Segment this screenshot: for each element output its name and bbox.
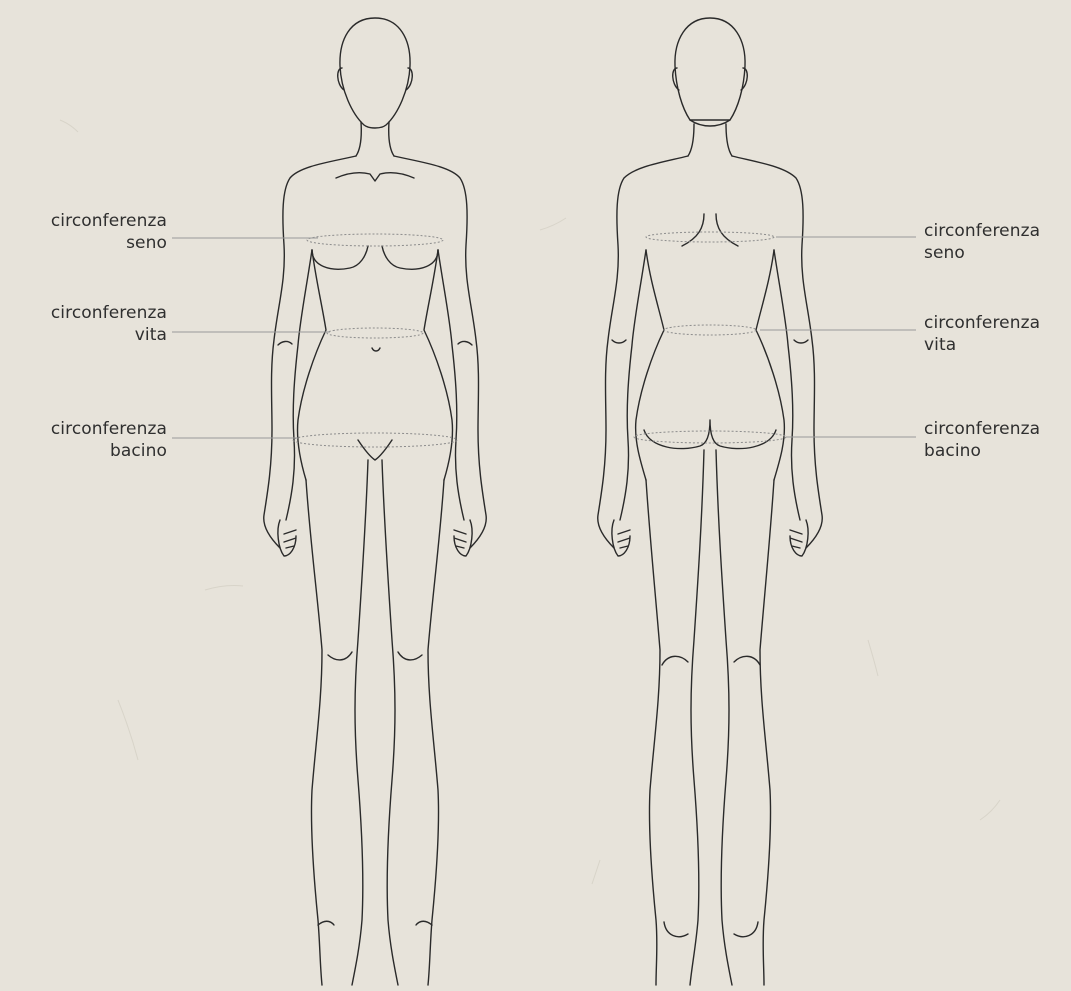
back-left-elbow xyxy=(612,340,626,343)
front-hips-label-line1: circonferenza xyxy=(51,418,167,440)
back-bust-label-line1: circonferenza xyxy=(924,220,1040,242)
back-bust-label-line2: seno xyxy=(924,242,1040,264)
front-bust-right xyxy=(382,246,438,269)
back-right-heel xyxy=(734,922,758,937)
back-bust-measure xyxy=(646,232,774,242)
back-inner-arm-right xyxy=(774,250,800,520)
front-bust-label-line2: seno xyxy=(51,232,167,254)
back-hips-label-line1: circonferenza xyxy=(924,418,1040,440)
front-hips-label-line2: bacino xyxy=(51,440,167,462)
front-leader-lines xyxy=(172,238,330,438)
back-body-right xyxy=(732,156,822,548)
back-right-leg-outer xyxy=(760,480,774,985)
front-left-leg-outer xyxy=(306,480,322,985)
front-collarbone xyxy=(336,173,414,181)
front-right-leg-inner xyxy=(382,460,398,985)
back-inner-arm-left xyxy=(620,250,646,520)
front-torso-left xyxy=(297,250,326,480)
front-bust-label: circonferenza seno xyxy=(51,210,167,254)
back-right-elbow xyxy=(794,340,808,343)
back-left-leg-inner xyxy=(690,450,704,985)
front-bust xyxy=(312,246,368,269)
front-neck xyxy=(356,122,361,156)
back-right-hand xyxy=(790,520,808,556)
front-inner-arm-left xyxy=(286,250,312,520)
back-hairline xyxy=(690,120,730,126)
back-right-leg-inner xyxy=(716,450,732,985)
back-head xyxy=(675,18,745,120)
front-right-leg-outer xyxy=(428,480,444,985)
back-leader-lines xyxy=(760,237,916,437)
back-left-hand xyxy=(612,520,630,556)
front-right-ankle xyxy=(416,921,432,925)
back-left-knee xyxy=(662,656,688,665)
back-waist-measure xyxy=(664,325,756,335)
front-body-right xyxy=(394,156,486,548)
back-buttocks xyxy=(644,420,776,449)
front-head xyxy=(340,18,410,128)
back-hips-measure xyxy=(634,431,786,443)
front-navel xyxy=(372,348,380,351)
front-bust-label-line1: circonferenza xyxy=(51,210,167,232)
front-right-hand xyxy=(454,520,472,556)
front-waist-label-line1: circonferenza xyxy=(51,302,167,324)
back-bust-label: circonferenza seno xyxy=(924,220,1040,264)
back-measure-lines xyxy=(634,232,786,443)
paper-texture xyxy=(60,120,1000,884)
front-body-left xyxy=(264,156,356,548)
back-waist-label: circonferenza vita xyxy=(924,312,1040,356)
back-left-leg-outer xyxy=(646,480,660,985)
front-hips-measure xyxy=(293,433,457,447)
front-left-hand xyxy=(278,520,296,556)
front-measure-lines xyxy=(293,234,457,447)
front-waist-measure xyxy=(327,328,423,338)
back-right-knee xyxy=(734,656,760,665)
back-left-heel xyxy=(664,922,688,937)
front-left-leg-inner xyxy=(352,460,368,985)
front-figure xyxy=(264,18,487,985)
front-inner-arm-right xyxy=(438,250,464,520)
front-waist-label-line2: vita xyxy=(51,324,167,346)
front-neck-right xyxy=(389,122,394,156)
back-neck-left xyxy=(688,124,694,156)
front-bust-measure xyxy=(307,234,443,246)
back-waist-label-line2: vita xyxy=(924,334,1040,356)
back-waist-label-line1: circonferenza xyxy=(924,312,1040,334)
back-figure xyxy=(598,18,823,985)
back-shoulder-blade-right xyxy=(716,214,738,246)
front-left-knee xyxy=(328,652,352,660)
back-neck-right xyxy=(726,124,732,156)
front-hips-label: circonferenza bacino xyxy=(51,418,167,462)
front-right-elbow xyxy=(458,341,472,345)
back-hips-label: circonferenza bacino xyxy=(924,418,1040,462)
front-left-elbow xyxy=(278,341,292,345)
front-waist-label: circonferenza vita xyxy=(51,302,167,346)
back-hips-label-line2: bacino xyxy=(924,440,1040,462)
front-right-knee xyxy=(398,652,422,660)
front-crotch xyxy=(358,440,392,460)
back-body-left xyxy=(598,156,688,548)
front-left-ankle xyxy=(318,921,334,925)
